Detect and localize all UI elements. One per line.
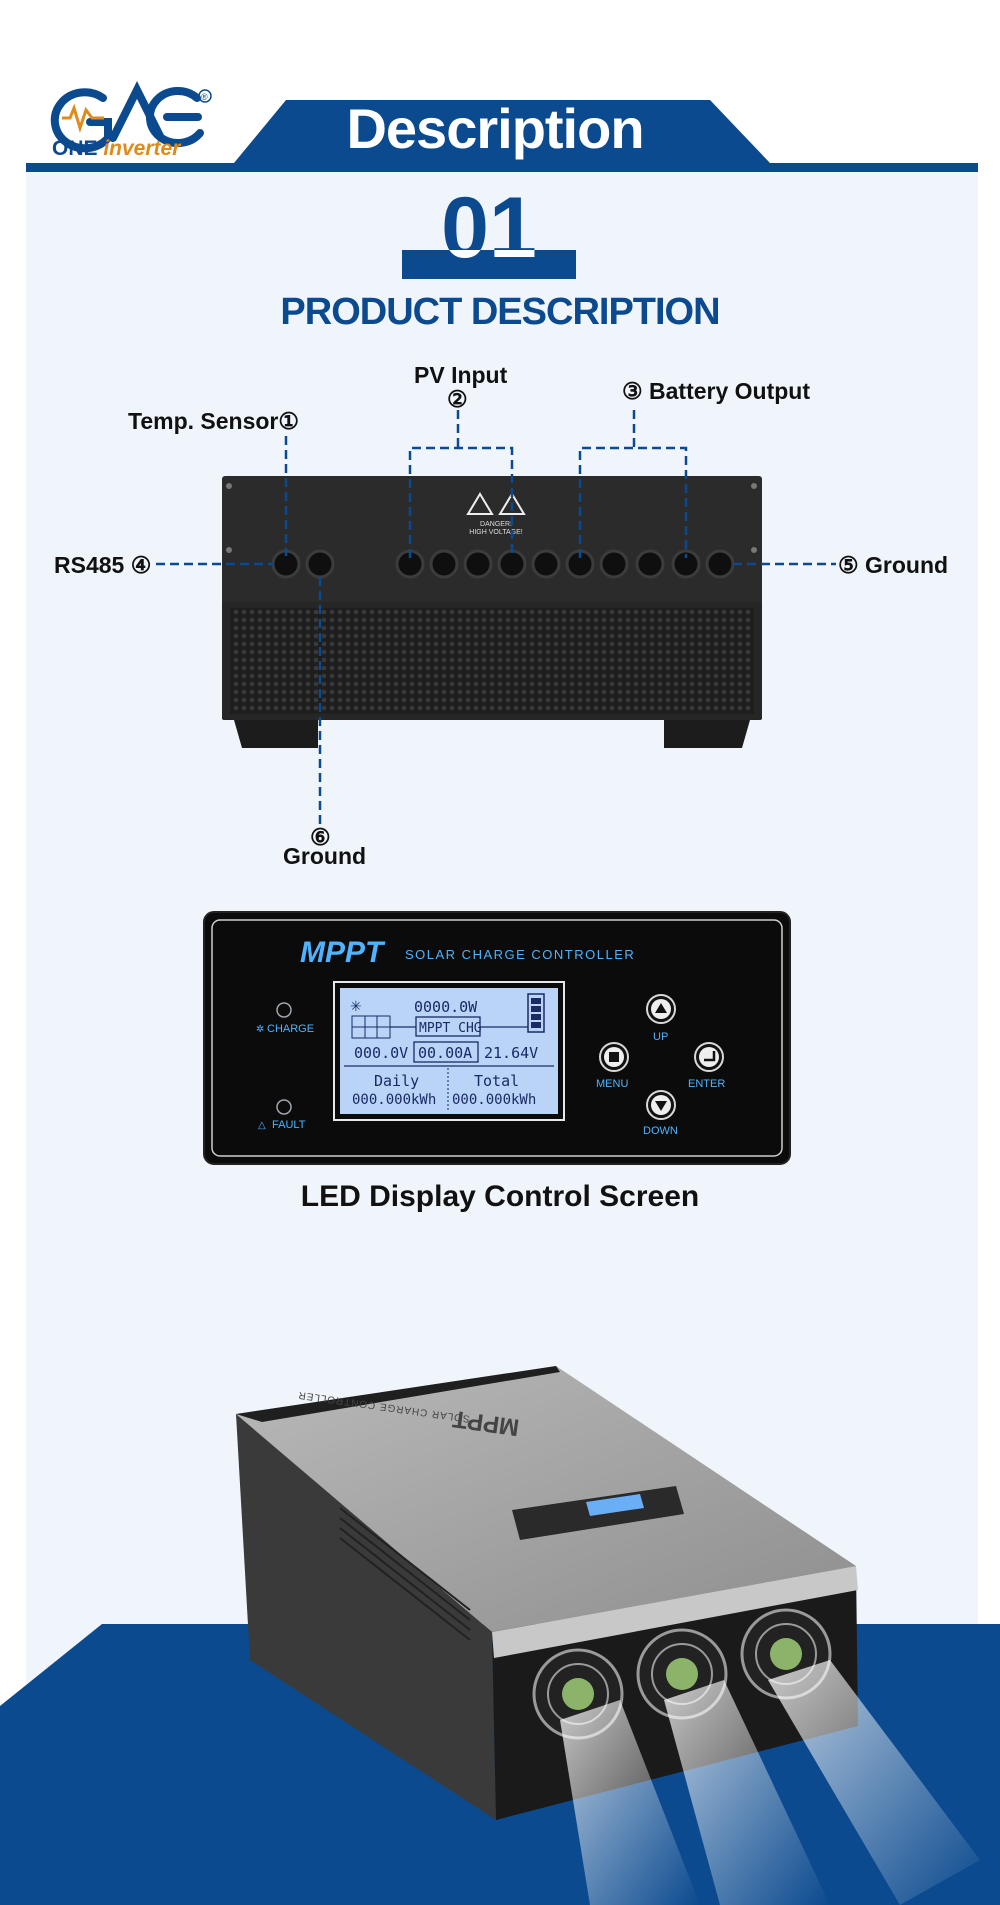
registered-mark: ® (201, 92, 208, 102)
lcd-power: 0000.0W (414, 998, 478, 1016)
port-batt-2 (599, 549, 629, 579)
page-title: Description (346, 97, 644, 160)
label-battery-output: ③ Battery Output (622, 378, 811, 404)
svg-text:DANGER!: DANGER! (480, 521, 512, 528)
charge-label: CHARGE (267, 1023, 314, 1035)
panel-brand: MPPT (300, 936, 386, 969)
lcd-total-value: 000.000kWh (452, 1092, 536, 1108)
section-number-bar (402, 250, 576, 279)
down-label: DOWN (643, 1125, 678, 1137)
warning-icon (498, 492, 526, 515)
brand-wordmark: ONE inverter (52, 137, 180, 161)
lcd-total-label: Total (474, 1072, 519, 1090)
up-arrow-icon (655, 1003, 667, 1013)
up-label: UP (653, 1031, 668, 1043)
section-number-overlay: 01 (402, 250, 576, 279)
lcd-screen (340, 988, 558, 1114)
lcd-batt-voltage: 21.64V (484, 1044, 538, 1062)
lcd-daily-label: Daily (374, 1072, 419, 1090)
lcd-mode: MPPT CHG (419, 1021, 482, 1036)
lcd-daily-value: 000.000kWh (352, 1092, 436, 1108)
sun-icon: ✳ (350, 999, 362, 1015)
menu-label: MENU (596, 1078, 628, 1090)
fault-label: FAULT (272, 1119, 306, 1131)
label-ground-bottom-number: ⑥ (310, 824, 331, 850)
enter-label: ENTER (688, 1078, 725, 1090)
front-top-panel (222, 476, 762, 608)
warning-icon (466, 492, 494, 515)
device-front-illustration: DANGER! HIGH VOLTAGE! (156, 410, 836, 826)
foot-left (234, 720, 318, 748)
lcd-pv-voltage: 000.0V (354, 1044, 408, 1062)
brand-logo: ® (50, 81, 212, 153)
battery-icon (527, 993, 545, 1033)
enter-icon (704, 1051, 716, 1062)
section-title: PRODUCT DESCRIPTION (280, 291, 720, 333)
brand-text-inverter: inverter (103, 137, 181, 160)
label-rs485: RS485 ④ (54, 552, 152, 578)
port-pv-1 (429, 549, 459, 579)
label-pv-input: PV Input (414, 362, 508, 388)
foot-right (664, 720, 750, 748)
airflow-effect (560, 1660, 980, 1905)
charge-led-icon (276, 1002, 292, 1018)
label-ground-bottom: Ground (283, 843, 367, 869)
svg-text:HIGH VOLTAGE!: HIGH VOLTAGE! (469, 529, 522, 536)
leader-lines (156, 410, 836, 826)
svg-text:△: △ (258, 1120, 266, 1131)
lcd-caption: LED Display Control Screen (300, 1180, 700, 1213)
svg-text:✲: ✲ (256, 1024, 264, 1035)
menu-icon (609, 1052, 619, 1062)
port-batt-4 (671, 549, 701, 579)
header-rule (26, 163, 978, 172)
fault-led-icon (276, 1099, 292, 1115)
device-side (236, 1414, 496, 1820)
label-pv-input-number: ② (447, 386, 468, 412)
port-pv-4 (531, 549, 561, 579)
label-temp-sensor: Temp. Sensor① (128, 408, 300, 434)
vent-grille (230, 608, 754, 714)
device-lid (236, 1366, 856, 1632)
port-batt-3 (635, 549, 665, 579)
port-pv-2 (463, 549, 493, 579)
panel-subtitle: SOLAR CHARGE CONTROLLER (405, 947, 635, 962)
down-arrow-icon (655, 1101, 667, 1111)
control-panel: MPPT SOLAR CHARGE CONTROLLER CHARGE ✲ FA… (203, 911, 791, 1165)
lcd-current: 00.00A (418, 1044, 472, 1062)
label-ground-right: ⑤ Ground (838, 552, 949, 578)
header-banner (234, 100, 770, 163)
brand-text-one: ONE (52, 137, 104, 160)
